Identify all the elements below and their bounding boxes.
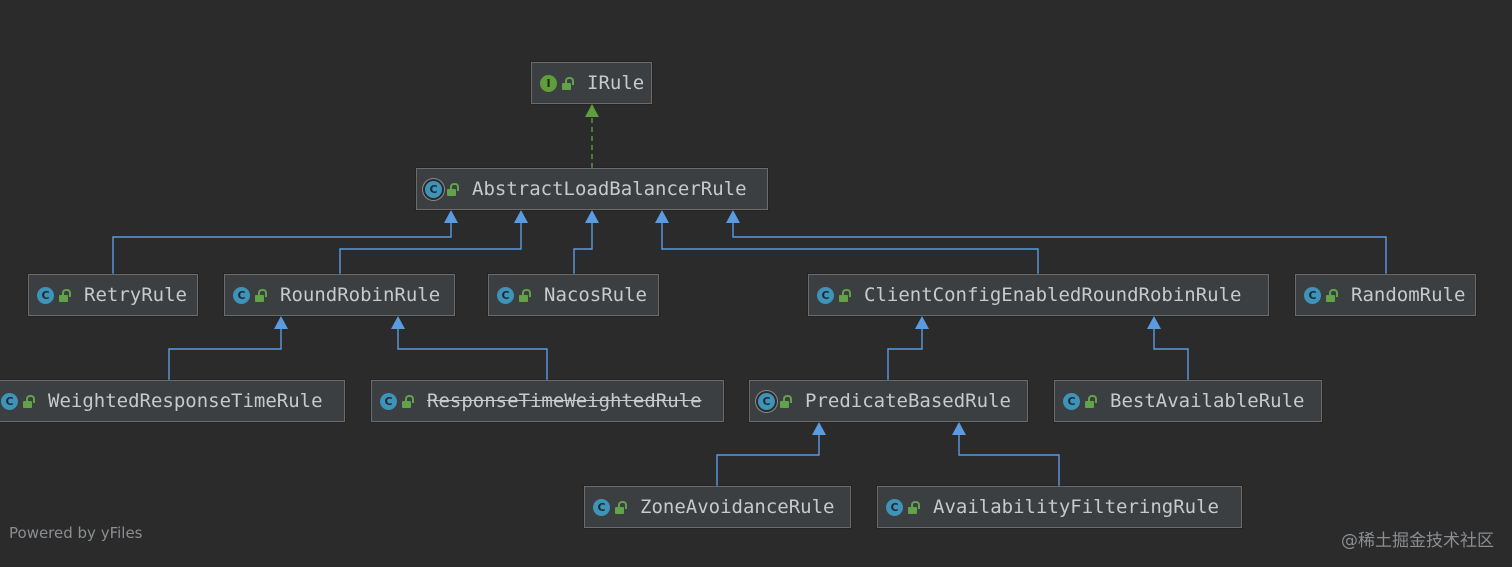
public-lock-icon	[446, 183, 459, 196]
class-icon: C	[1304, 286, 1321, 304]
node-clientconfig[interactable]: C ClientConfigEnabledRoundRobinRule	[808, 274, 1269, 316]
inheritance-arrowhead	[915, 316, 929, 329]
public-lock-icon	[907, 501, 920, 514]
inheritance-arrowhead	[812, 422, 826, 435]
node-predicate[interactable]: C PredicateBasedRule	[749, 380, 1028, 422]
edge-nacos-to-abstract	[573, 210, 599, 274]
node-abstract[interactable]: C AbstractLoadBalancerRule	[416, 168, 768, 210]
edge-predicate-to-clientconfig	[887, 316, 929, 380]
node-label: ResponseTimeWeightedRule	[427, 390, 702, 412]
powered-by-label: Powered by yFiles	[9, 524, 143, 542]
edge-weighted-to-roundrobin	[168, 316, 288, 380]
node-label: WeightedResponseTimeRule	[48, 390, 323, 412]
interface-icon: I	[540, 74, 557, 92]
node-label: AbstractLoadBalancerRule	[472, 178, 747, 200]
class-icon: C	[886, 498, 903, 516]
node-weighted[interactable]: C WeightedResponseTimeRule	[0, 380, 345, 422]
class-icon: C	[593, 498, 610, 516]
node-label: ClientConfigEnabledRoundRobinRule	[864, 284, 1242, 306]
class-icon: C	[37, 286, 54, 304]
node-label: ZoneAvoidanceRule	[640, 496, 835, 518]
node-label: RoundRobinRule	[280, 284, 441, 306]
abstract-class-icon: C	[425, 180, 442, 198]
node-irule[interactable]: I IRule	[531, 62, 652, 104]
class-icon: C	[817, 286, 834, 304]
node-label: AvailabilityFilteringRule	[933, 496, 1219, 518]
inheritance-arrowhead	[274, 316, 288, 329]
public-lock-icon	[401, 395, 414, 408]
node-responsetime[interactable]: C ResponseTimeWeightedRule	[371, 380, 724, 422]
class-icon: C	[1, 392, 18, 410]
node-label: PredicateBasedRule	[805, 390, 1011, 412]
inheritance-arrowhead	[514, 210, 528, 223]
edge-zone-to-predicate	[716, 422, 826, 486]
inheritance-arrowhead	[952, 422, 966, 435]
public-lock-icon	[254, 289, 267, 302]
edge-responsetime-to-roundrobin	[391, 316, 548, 380]
public-lock-icon	[614, 501, 627, 514]
public-lock-icon	[838, 289, 851, 302]
watermark: @稀土掘金技术社区	[1341, 531, 1494, 551]
inheritance-arrowhead	[585, 104, 599, 117]
public-lock-icon	[779, 395, 792, 408]
public-lock-icon	[22, 395, 35, 408]
edge-clientconfig-to-abstract	[655, 210, 1039, 274]
class-icon: C	[497, 286, 514, 304]
node-label: RandomRule	[1351, 284, 1466, 306]
node-label: NacosRule	[544, 284, 647, 306]
inheritance-arrowhead	[444, 210, 458, 223]
public-lock-icon	[518, 289, 531, 302]
class-icon: C	[380, 392, 397, 410]
public-lock-icon	[1084, 395, 1097, 408]
inheritance-arrowhead	[1147, 316, 1161, 329]
node-label: RetryRule	[84, 284, 187, 306]
edge-retry-to-abstract	[112, 210, 458, 274]
node-nacos[interactable]: C NacosRule	[488, 274, 659, 316]
edge-roundrobin-to-abstract	[339, 210, 528, 274]
edge-bestavailable-to-clientconfig	[1147, 316, 1189, 380]
public-lock-icon	[561, 77, 574, 90]
edge-random-to-abstract	[726, 210, 1387, 274]
inheritance-arrowhead	[655, 210, 669, 223]
public-lock-icon	[58, 289, 71, 302]
inheritance-arrowhead	[585, 210, 599, 223]
node-retry[interactable]: C RetryRule	[28, 274, 198, 316]
node-random[interactable]: C RandomRule	[1295, 274, 1476, 316]
abstract-class-icon: C	[758, 392, 775, 410]
node-roundrobin[interactable]: C RoundRobinRule	[224, 274, 455, 316]
node-zone[interactable]: C ZoneAvoidanceRule	[584, 486, 851, 528]
node-label: BestAvailableRule	[1110, 390, 1305, 412]
node-availability[interactable]: C AvailabilityFilteringRule	[877, 486, 1242, 528]
node-bestavailable[interactable]: C BestAvailableRule	[1054, 380, 1322, 422]
public-lock-icon	[1325, 289, 1338, 302]
class-icon: C	[1063, 392, 1080, 410]
class-icon: C	[233, 286, 250, 304]
edge-abstract-to-irule	[585, 104, 599, 168]
inheritance-arrowhead	[726, 210, 740, 223]
node-label: IRule	[587, 72, 645, 94]
inheritance-arrowhead	[391, 316, 405, 329]
edge-availability-to-predicate	[952, 422, 1060, 486]
